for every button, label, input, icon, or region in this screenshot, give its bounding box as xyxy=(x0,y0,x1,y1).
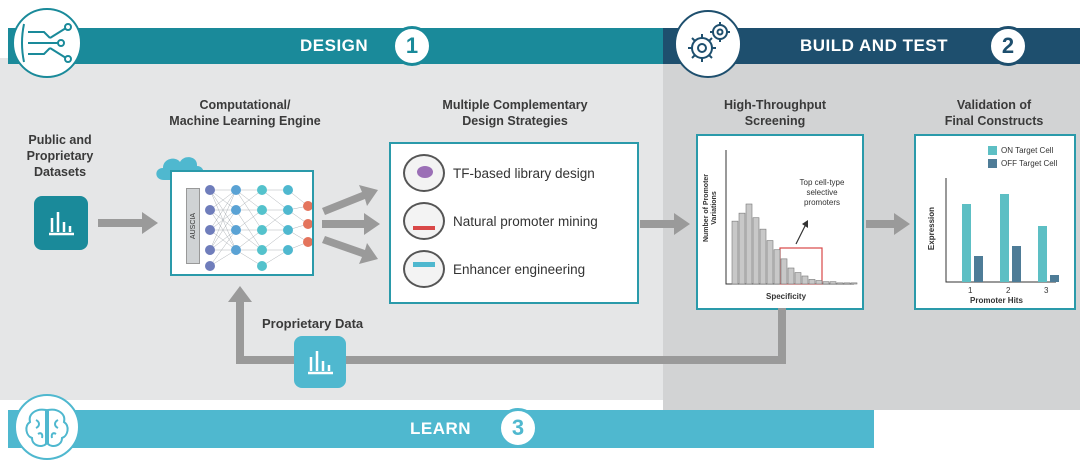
histogram-bar xyxy=(780,258,788,285)
neural-network-panel: AUSCIA xyxy=(170,170,314,276)
legend-on: ON Target Cell xyxy=(988,146,1053,155)
strategy-natural-promoter: Natural promoter mining xyxy=(403,202,598,240)
datasets-title: Public and Proprietary Datasets xyxy=(26,133,94,179)
histogram-bar xyxy=(752,217,760,285)
tf-library-icon xyxy=(403,154,445,192)
legend-off: OFF Target Cell xyxy=(988,159,1057,168)
design-label: DESIGN xyxy=(300,36,369,55)
build-label: BUILD AND TEST xyxy=(800,36,949,55)
off-target-bar xyxy=(1050,275,1059,282)
screening-title: High-Throughput Screening xyxy=(723,98,827,128)
design-band xyxy=(8,28,663,64)
feedback-loop-arrow xyxy=(228,286,786,364)
histogram-bar xyxy=(787,267,795,285)
validation-ylabel: Expression xyxy=(927,206,937,251)
engine-vertical-label: AUSCIA xyxy=(189,212,197,240)
strategy-tf-library: TF-based library design xyxy=(403,154,595,192)
category-tick-label: 3 xyxy=(1044,286,1049,295)
screening-ylabel: Number of Promoter Variations xyxy=(703,173,718,243)
legend-on-label: ON Target Cell xyxy=(1001,146,1054,155)
category-tick-label: 2 xyxy=(1006,286,1011,295)
proprietary-chart-icon xyxy=(294,336,346,388)
histogram-bar xyxy=(745,203,753,285)
arrows-to-strategies xyxy=(322,185,380,264)
histogram-bar xyxy=(731,220,739,285)
datasets-chart-icon xyxy=(34,196,88,250)
arrow-to-screening xyxy=(640,213,690,235)
screening-xlabel: Specificity xyxy=(766,292,807,301)
histogram-bar xyxy=(766,240,774,285)
histogram-bar xyxy=(801,275,809,285)
validation-title: Validation of Final Constructs xyxy=(944,98,1044,128)
gears-icon xyxy=(674,10,742,78)
histogram-bar xyxy=(773,249,781,285)
strategy-label: TF-based library design xyxy=(453,165,595,181)
on-target-bar xyxy=(962,204,971,282)
legend-on-swatch xyxy=(988,146,997,155)
histogram-bar xyxy=(794,272,802,285)
screening-annotation: Top cell-type selective promoters xyxy=(799,178,845,207)
enhancer-icon xyxy=(403,250,445,288)
histogram-bar xyxy=(829,281,837,285)
design-number: 1 xyxy=(392,26,432,66)
strategies-panel: TF-based library design Natural promoter… xyxy=(389,142,639,304)
validation-xlabel: Promoter Hits xyxy=(970,296,1023,305)
off-target-bar xyxy=(1012,246,1021,282)
histogram-bar xyxy=(836,282,844,285)
strategies-title: Multiple Complementary Design Strategies xyxy=(442,98,588,128)
histogram-bar xyxy=(808,279,816,285)
learn-number: 3 xyxy=(498,408,538,448)
on-target-bar xyxy=(1038,226,1047,282)
learn-label: LEARN xyxy=(410,419,472,438)
off-target-bar xyxy=(974,256,983,282)
arrow-to-validation xyxy=(866,213,910,235)
screening-histogram xyxy=(725,150,858,285)
strategy-enhancer: Enhancer engineering xyxy=(403,250,585,288)
validation-panel: 1 2 3 ON Target Cell OFF Target Cell Expre… xyxy=(914,134,1076,310)
histogram-bar xyxy=(850,282,858,285)
category-tick-label: 1 xyxy=(968,286,973,295)
engine-title: Computational/ Machine Learning Engine xyxy=(169,98,321,128)
strategy-label: Natural promoter mining xyxy=(453,213,598,229)
histogram-bar xyxy=(759,228,767,285)
neural-network-graph xyxy=(205,185,312,271)
histogram-bar xyxy=(738,212,746,285)
learn-band xyxy=(8,410,874,448)
circuit-icon xyxy=(12,8,82,78)
histogram-bar xyxy=(815,280,823,285)
proprietary-data-label: Proprietary Data xyxy=(262,316,364,331)
legend-off-swatch xyxy=(988,159,997,168)
legend-off-label: OFF Target Cell xyxy=(1001,159,1058,168)
validation-bar-chart: 1 2 3 xyxy=(945,178,1059,295)
histogram-bar xyxy=(843,282,851,285)
build-number: 2 xyxy=(988,26,1028,66)
arrow-to-engine xyxy=(98,212,158,234)
histogram-bar xyxy=(822,281,830,285)
brain-icon xyxy=(14,394,80,460)
on-target-bar xyxy=(1000,194,1009,282)
promoter-icon xyxy=(403,202,445,240)
input-layer-box: AUSCIA xyxy=(186,188,200,264)
strategy-label: Enhancer engineering xyxy=(453,261,586,277)
